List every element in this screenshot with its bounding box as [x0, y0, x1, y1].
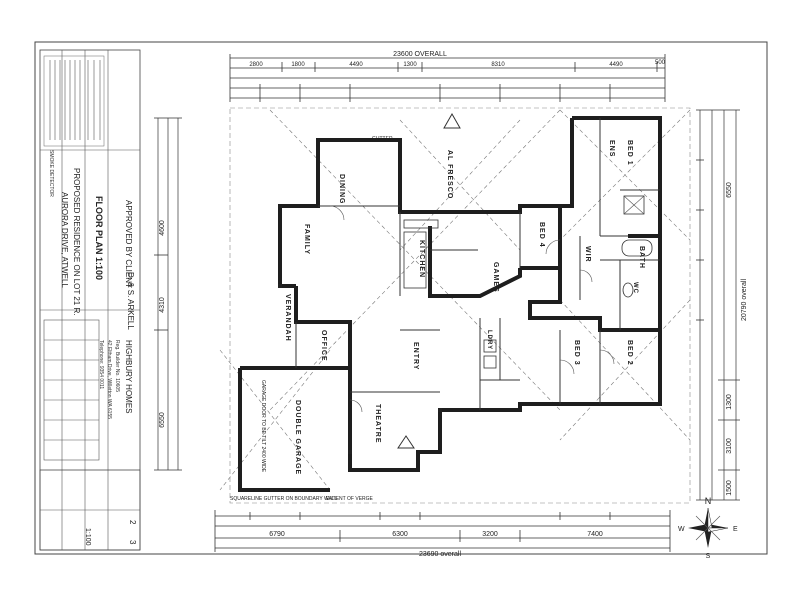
room-laundry: LDRY: [486, 330, 492, 350]
plan-label: FLOOR PLAN 1:100: [94, 196, 104, 280]
room-double-garage: DOUBLE GARAGE: [294, 400, 301, 475]
revision-block: [39, 469, 141, 551]
bottom-seg-1: 6300: [392, 531, 408, 538]
bottom-seg-3: 7400: [587, 531, 603, 538]
scale-value: 1:100: [84, 528, 91, 546]
note-boundary: SQUARELINE GUTTER ON BOUNDARY WALL: [230, 496, 338, 502]
plan-notes: GUTTER EXTENT OF VERGE SQUARELINE GUTTER…: [230, 136, 393, 502]
room-office: OFFICE: [320, 330, 327, 362]
note-extent: EXTENT OF VERGE: [326, 496, 374, 502]
room-dining: DINING: [338, 174, 345, 205]
room-games: GAMES: [492, 262, 499, 293]
top-seg-0: 2800: [249, 62, 263, 68]
builder-phone: Telephone: 9354 0011: [98, 340, 104, 389]
bottom-overall-dim: 23690 overall: [419, 551, 461, 558]
builder-reg: Reg. Builder No. 10605: [114, 340, 120, 392]
residence-label: PROPOSED RESIDENCE ON LOT 21 R.: [72, 168, 81, 315]
room-ens: ENS: [608, 140, 615, 157]
sheet-number: 2: [128, 520, 137, 525]
room-bed2: BED 2: [626, 340, 633, 366]
room-alfresco: AL FRESCO: [446, 150, 453, 199]
top-seg-3: 1300: [403, 62, 417, 68]
compass-w: W: [678, 526, 685, 533]
bottom-seg-2: 3200: [482, 531, 498, 538]
room-bed1: BED 1: [626, 140, 633, 166]
top-seg-1: 1800: [291, 62, 305, 68]
fixtures: [250, 195, 653, 491]
bottom-seg-0: 6790: [269, 531, 285, 538]
left-seg-1: 4310: [159, 297, 166, 313]
top-seg-4: 8310: [491, 62, 505, 68]
roof-lines: [219, 107, 691, 504]
smoke-note: SMOKE DETECTOR: [48, 150, 54, 197]
approval-label: APPROVED BY CLIENT: [124, 200, 133, 288]
interior-walls: [295, 118, 660, 410]
right-seg-1: 1300: [726, 394, 733, 410]
compass-rose: N S E W: [678, 496, 738, 560]
left-seg-2: 6550: [159, 412, 166, 428]
room-verandah: VERANDAH: [284, 294, 291, 342]
note-garage-door: GARAGE DOOR TO BE TILT 2400 WIDE: [260, 380, 266, 473]
left-dimensions: 4600 4310 6550: [154, 117, 182, 471]
room-labels: DINING FAMILY KITCHEN AL FRESCO GAMES BE…: [284, 140, 645, 475]
right-dimensions: 6550 20790 overall 1300 3100 1500: [696, 109, 748, 501]
room-family: FAMILY: [303, 224, 310, 255]
title-block: FLOOR PLAN 1:100 PROPOSED RESIDENCE ON L…: [39, 49, 141, 551]
sheet-of: 3: [128, 540, 137, 545]
right-overall-dim: 20790 overall: [741, 279, 748, 321]
right-seg-2: 3100: [726, 438, 733, 454]
room-wir: WIR: [584, 246, 591, 263]
top-overall-dim: 23600 OVERALL: [393, 51, 447, 58]
right-seg-0: 6550: [726, 182, 733, 198]
sheet-border: [34, 41, 768, 555]
room-entry: ENTRY: [412, 342, 419, 370]
client-label: D. & S. ARKELL: [126, 272, 135, 330]
compass-s: S: [706, 553, 711, 560]
builder-address: 42 Eltham Drive, Willetton WA 6155: [106, 340, 112, 419]
bottom-dimensions: 6790 6300 3200 7400 23690 overall: [214, 510, 671, 558]
builder-name: HIGHBURY HOMES: [124, 340, 133, 414]
note-gutter: GUTTER: [372, 136, 393, 142]
address-label: AURORA DRIVE, ATWELL: [60, 192, 69, 288]
room-wc: WC: [632, 282, 638, 294]
room-bed3: BED 3: [573, 340, 580, 366]
top-dimensions: 23600 OVERALL 2800 1800 4490 1300 8310 4…: [229, 51, 666, 102]
exterior-walls: [238, 116, 662, 492]
top-seg-2: 4490: [349, 62, 363, 68]
room-theatre: THEATRE: [374, 404, 381, 444]
right-seg-3: 1500: [726, 480, 733, 496]
top-seg-5: 4490: [609, 62, 623, 68]
compass-e: E: [733, 526, 738, 533]
room-kitchen: KITCHEN: [418, 240, 425, 278]
room-bed4: BED 4: [538, 222, 545, 248]
room-bath: BATH: [638, 246, 645, 269]
section-markers: [397, 112, 461, 449]
left-seg-0: 4600: [159, 220, 166, 236]
compass-n: N: [705, 496, 712, 506]
top-seg-6: 500: [655, 60, 666, 66]
